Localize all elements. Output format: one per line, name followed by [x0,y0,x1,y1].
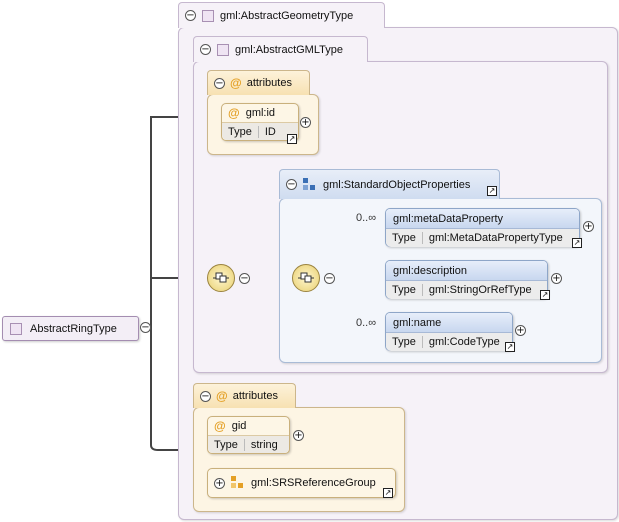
element-name: gml:metaDataProperty [393,212,504,225]
collapse-icon[interactable]: − [185,10,196,21]
link-arrow-icon[interactable]: ↗ [487,186,497,196]
attribute-icon: @ [214,419,226,433]
group-icon [303,177,315,190]
element-name: gml:description [393,264,467,277]
collapse-icon[interactable]: − [286,179,297,190]
srs-reference-group[interactable]: + gml:SRSReferenceGroup [207,468,396,498]
attributes-bottom-label: attributes [232,390,278,402]
attribute-icon: @ [230,76,242,90]
element-metadata-property[interactable]: gml:metaDataProperty Type gml:MetaDataPr… [385,208,580,247]
type-value: string [250,438,278,451]
attributes-top-label: attributes [246,77,292,89]
collapse-icon[interactable]: − [200,44,211,55]
type-value: gml:CodeType [428,336,500,348]
collapse-icon[interactable]: − [214,77,225,89]
expand-icon[interactable]: + [300,117,311,128]
collapse-icon[interactable]: − [140,322,151,333]
type-value: gml:StringOrRefType [428,284,532,296]
root-label: AbstractRingType [30,322,117,335]
attribute-icon: @ [228,106,240,120]
sequence-icon [213,272,229,283]
element-description[interactable]: gml:description Type gml:StringOrRefType [385,260,548,299]
attribute-icon: @ [216,389,228,403]
type-value: gml:MetaDataPropertyType [428,232,563,244]
element-name: gml:name [393,316,442,329]
attributes-top-header[interactable]: − @ attributes [207,70,310,95]
complex-type-icon [202,9,214,22]
occurrence-label: 0..∞ [356,212,377,224]
sequence-compositor-icon[interactable] [292,264,320,292]
expand-icon[interactable]: + [293,430,304,441]
collapse-icon[interactable]: − [239,273,250,284]
abstract-geometry-type-label: gml:AbstractGeometryType [220,9,354,22]
attribute-gml-id[interactable]: @ gml:id Type ID [221,103,299,141]
complex-type-icon [10,322,22,335]
standard-object-properties-label: gml:StandardObjectProperties [323,178,471,191]
link-arrow-icon[interactable]: ↗ [572,238,582,248]
type-label: Type [222,125,259,138]
line-to-attributes-top [150,116,208,327]
abstract-gml-type-header[interactable]: − gml:AbstractGMLType [193,36,368,62]
collapse-icon[interactable]: − [324,273,335,284]
type-value: ID [264,125,276,138]
attribute-group-icon [231,476,243,488]
sequence-compositor-icon[interactable] [207,264,235,292]
attribute-name: gid [231,420,247,432]
abstract-gml-type-label: gml:AbstractGMLType [235,43,343,56]
link-arrow-icon[interactable]: ↗ [383,488,393,498]
line-to-attributes-bottom [150,327,208,451]
attribute-gid[interactable]: @ gid Type string [207,416,290,454]
expand-icon[interactable]: + [515,325,526,336]
collapse-icon[interactable]: − [200,390,211,402]
sequence-icon [298,272,314,283]
expand-icon[interactable]: + [583,221,594,232]
expand-icon[interactable]: + [551,273,562,284]
link-arrow-icon[interactable]: ↗ [505,342,515,352]
srs-reference-group-label: gml:SRSReferenceGroup [251,477,376,489]
element-name-box[interactable]: gml:name Type gml:CodeType [385,312,513,351]
expand-icon[interactable]: + [214,477,225,489]
complex-type-icon [217,43,229,56]
link-arrow-icon[interactable]: ↗ [540,290,550,300]
attributes-bottom-header[interactable]: − @ attributes [193,383,296,408]
root-abstract-ring-type[interactable]: AbstractRingType [2,316,139,341]
type-label: Type [386,284,423,296]
abstract-geometry-type-header[interactable]: − gml:AbstractGeometryType [178,2,385,28]
occurrence-label: 0..∞ [356,317,377,329]
type-label: Type [386,336,423,348]
attribute-name: gml:id [245,107,276,119]
type-label: Type [386,232,423,244]
standard-object-properties-header[interactable]: − gml:StandardObjectProperties [279,169,500,199]
type-label: Type [208,438,245,451]
link-arrow-icon[interactable]: ↗ [287,134,297,144]
